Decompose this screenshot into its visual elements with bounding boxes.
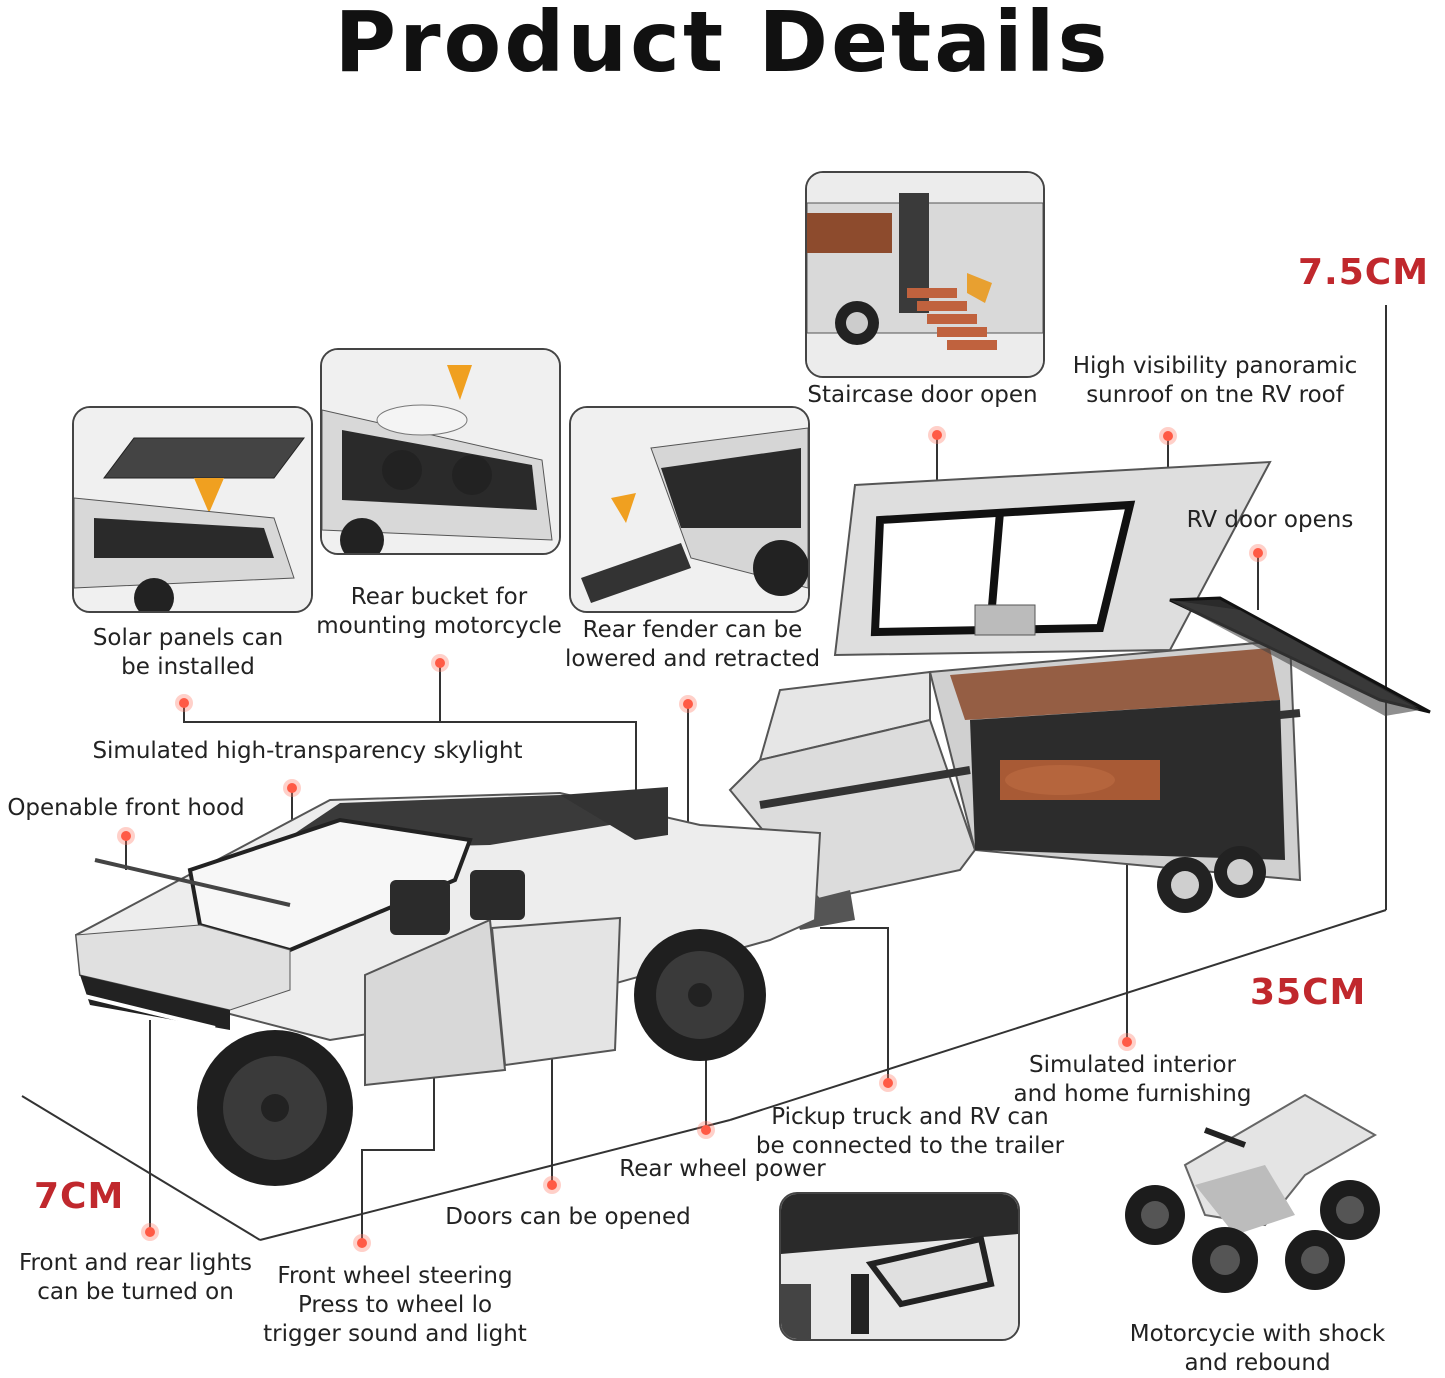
- staircase-inset-image: [805, 171, 1045, 378]
- label-skylight: Simulated high-transparency skylight: [92, 738, 523, 764]
- marker-interior: [1122, 1037, 1132, 1047]
- marker-sunroof: [1163, 431, 1173, 441]
- label-front-hood: Openable front hood: [7, 795, 245, 821]
- solar-panel-inset-image: [72, 406, 313, 613]
- label-rear-wheel: Rear wheel power: [619, 1156, 826, 1182]
- marker-rear-fender: [683, 699, 693, 709]
- marker-rv-door: [1253, 548, 1263, 558]
- label-staircase: Staircase door open: [807, 382, 1038, 408]
- marker-lights: [145, 1227, 155, 1237]
- motorcycle-bucket-inset-image: [320, 348, 561, 555]
- marker-staircase: [932, 430, 942, 440]
- label-rv-door: RV door opens: [1186, 507, 1354, 533]
- width-dimension: 7CM: [34, 1176, 125, 1217]
- marker-hood-edge: [121, 831, 131, 841]
- marker-front-hood: [287, 783, 297, 793]
- marker-rear-wheel: [701, 1125, 711, 1135]
- label-steering: Front wheel steering Press to wheel lo t…: [263, 1263, 527, 1347]
- page-title: Product Details: [334, 0, 1111, 91]
- label-trailer: Pickup truck and RV can be connected to …: [755, 1104, 1065, 1159]
- motorcycle-illustration: [1125, 1093, 1380, 1293]
- label-motorcycle: Motorcycie with shock and rebound: [1129, 1321, 1386, 1376]
- label-sunroof: High visibility panoramic sunroof on tne…: [1072, 353, 1358, 408]
- label-lights: Front and rear lights can be turned on: [19, 1250, 252, 1305]
- label-rear-fender: Rear fender can be lowered and retracted: [564, 617, 821, 672]
- height-dimension: 7.5CM: [1298, 252, 1430, 293]
- rear-fender-inset-image: [569, 406, 810, 613]
- marker-doors: [547, 1180, 557, 1190]
- rv-open-roof: [833, 460, 1272, 657]
- marker-rear-bucket: [435, 658, 445, 668]
- rv-side-door: [1169, 596, 1431, 716]
- marker-trailer: [883, 1078, 893, 1088]
- trailer-hitch-inset-image: [779, 1192, 1020, 1341]
- label-solar: Solar panels can be installed: [92, 625, 284, 680]
- label-rear-bucket: Rear bucket for mounting motorcycle: [316, 584, 562, 639]
- pickup-truck: [74, 787, 822, 1186]
- label-doors: Doors can be opened: [445, 1204, 691, 1230]
- length-dimension: 35CM: [1250, 972, 1367, 1013]
- marker-steering: [357, 1238, 367, 1248]
- label-interior: Simulated interior and home furnishing: [1013, 1052, 1252, 1107]
- marker-solar: [179, 698, 189, 708]
